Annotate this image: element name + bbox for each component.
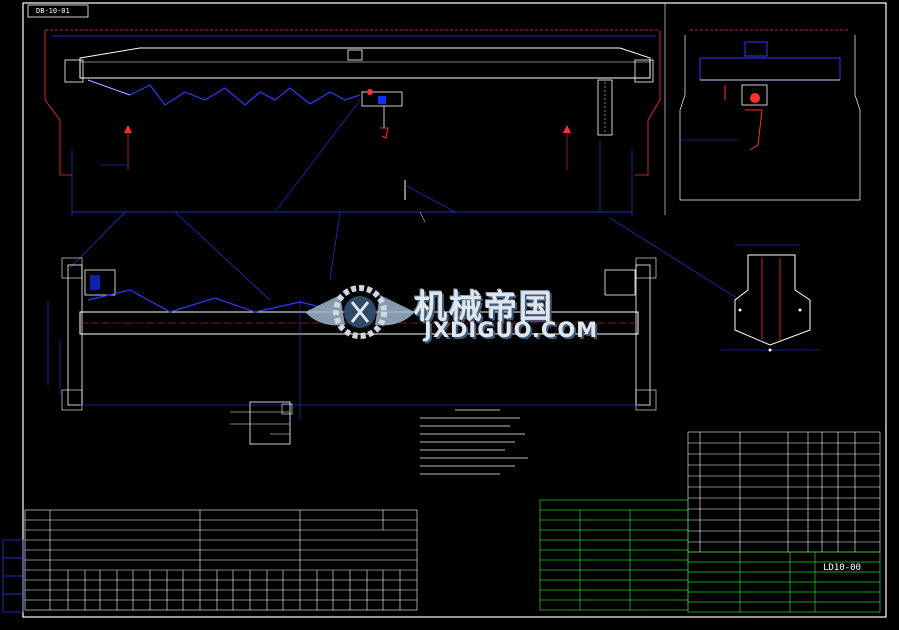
drawing-code: LD10-00: [823, 563, 861, 573]
corner-tag: DB-10-01: [36, 7, 70, 15]
drawing-frame: [22, 2, 887, 618]
watermark-text-en: JXDIGUO.COM: [424, 318, 599, 342]
parts-list: [687, 431, 881, 553]
front-elevation: [44, 29, 741, 301]
corner-tag-box: [27, 4, 89, 18]
title-block: [687, 551, 881, 613]
side-elevation: [679, 29, 861, 201]
dimension-table: [24, 509, 418, 611]
watermark-text-cn: 机械帝国: [414, 287, 554, 326]
revision-block: [2, 539, 24, 613]
rail-clamp-detail: [230, 401, 293, 445]
technical-notes: [420, 409, 528, 475]
watermark-emblem: [305, 285, 415, 339]
girder-section: [720, 244, 820, 352]
spec-table: [539, 499, 689, 611]
